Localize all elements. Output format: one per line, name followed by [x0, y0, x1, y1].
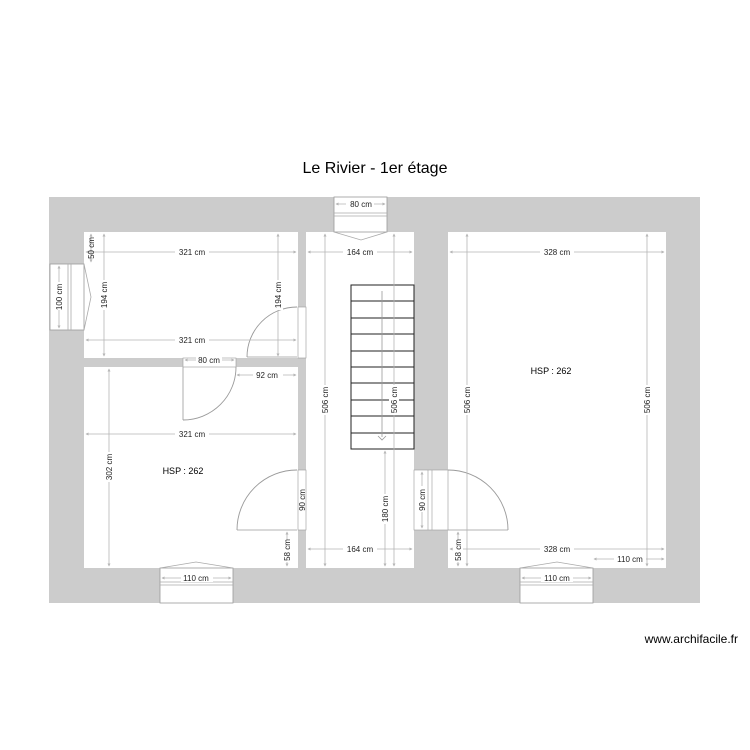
dim-window-left: 100 cm: [55, 284, 64, 311]
dim-bottom-left-door-bottom: 58 cm: [283, 539, 292, 561]
dim-top-left-window-offset: 50 cm: [87, 237, 96, 259]
dim-window-top: 80 cm: [350, 200, 372, 209]
dim-right-height-left: 506 cm: [463, 387, 472, 414]
window-left[interactable]: 100 cm: [49, 263, 92, 331]
dim-corridor-height-stair: 506 cm: [390, 387, 399, 414]
dim-corridor-height-left: 506 cm: [321, 387, 330, 414]
room-right[interactable]: [448, 232, 666, 568]
watermark: www.archifacile.fr: [644, 632, 738, 646]
hsp-label-bottom-left: HSP : 262: [163, 466, 204, 476]
room-bottom-left[interactable]: [84, 367, 298, 568]
window-bottom-left[interactable]: 110 cm: [159, 561, 234, 604]
dim-corridor-width-bottom: 164 cm: [347, 545, 374, 554]
plan-title: Le Rivier - 1er étage: [302, 160, 448, 177]
dim-door-left-corridor: 90 cm: [298, 489, 307, 511]
dim-window-bottom-left: 110 cm: [183, 574, 209, 583]
door-left-corridor[interactable]: [236, 469, 307, 531]
dim-top-left-width-top: 321 cm: [179, 248, 206, 257]
hsp-label-right: HSP : 262: [531, 366, 572, 376]
dim-top-left-height-right: 194 cm: [274, 282, 283, 309]
dim-corridor-stair-bottom: 180 cm: [381, 496, 390, 523]
window-bottom-right[interactable]: 110 cm: [519, 561, 594, 604]
staircase[interactable]: [350, 284, 415, 450]
dim-right-door-bottom: 58 cm: [454, 539, 463, 561]
door-top-left-room[interactable]: [246, 306, 307, 359]
dim-corridor-width-top: 164 cm: [347, 248, 374, 257]
dim-bottom-left-height: 302 cm: [105, 454, 114, 481]
dim-top-left-height-left: 194 cm: [100, 282, 109, 309]
dim-door-right-corridor: 90 cm: [418, 489, 427, 511]
dim-top-left-width-bottom: 321 cm: [179, 336, 206, 345]
dim-right-window-offset: 110 cm: [617, 555, 643, 564]
dim-right-height-right: 506 cm: [643, 387, 652, 414]
dim-door-left-rooms: 80 cm: [198, 356, 220, 365]
window-top[interactable]: 80 cm: [333, 196, 388, 241]
dim-right-width-top: 328 cm: [544, 248, 571, 257]
door-between-left-rooms[interactable]: 80 cm: [182, 355, 237, 421]
dim-window-bottom-right: 110 cm: [544, 574, 570, 583]
dim-bottom-left-width: 321 cm: [179, 430, 206, 439]
dim-right-width-bottom: 328 cm: [544, 545, 571, 554]
dim-bottom-left-door-offset: 92 cm: [256, 371, 278, 380]
